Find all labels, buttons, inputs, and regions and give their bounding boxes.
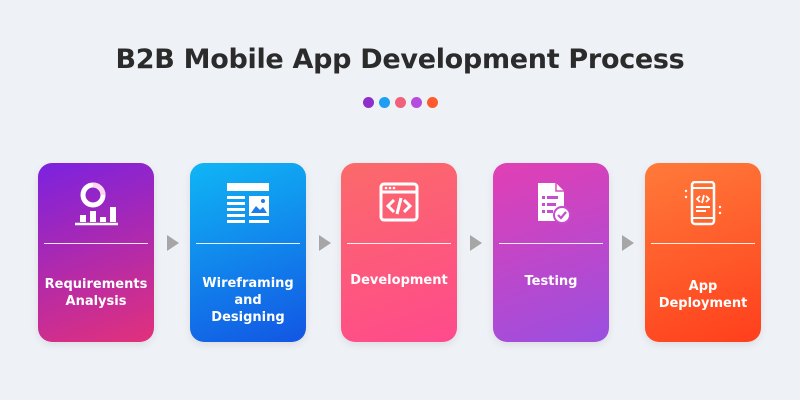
step-label: Requirements Analysis bbox=[44, 276, 148, 309]
step-card-deployment: App Deployment bbox=[645, 163, 761, 342]
accent-dot bbox=[362, 97, 374, 108]
card-divider bbox=[347, 243, 451, 244]
analysis-chart-icon bbox=[71, 181, 121, 226]
step-label: Development bbox=[350, 273, 448, 288]
code-window-icon bbox=[374, 181, 424, 226]
accent-dot bbox=[378, 97, 390, 108]
page-title: B2B Mobile App Development Process bbox=[115, 44, 685, 75]
accent-dots bbox=[0, 97, 800, 108]
step-card-requirements: Requirements Analysis bbox=[38, 163, 154, 342]
mobile-code-icon bbox=[678, 180, 728, 226]
test-document-check-icon bbox=[526, 181, 576, 226]
accent-dot bbox=[426, 97, 438, 108]
flow-arrow bbox=[319, 235, 331, 251]
flow-arrow bbox=[167, 235, 179, 251]
flow-arrow bbox=[622, 235, 634, 251]
card-divider bbox=[44, 243, 148, 244]
step-label: Testing bbox=[524, 274, 578, 289]
step-label: Wireframing and Designing bbox=[202, 276, 294, 325]
accent-dot bbox=[394, 97, 406, 108]
flow-arrow bbox=[470, 235, 482, 251]
card-divider bbox=[196, 243, 300, 244]
step-card-development: Development bbox=[341, 163, 457, 342]
card-divider bbox=[651, 243, 755, 244]
step-label: App Deployment bbox=[658, 278, 748, 311]
accent-dot bbox=[410, 97, 422, 108]
card-divider bbox=[499, 243, 603, 244]
wireframe-layout-icon bbox=[223, 181, 273, 226]
step-card-wireframing: Wireframing and Designing bbox=[190, 163, 306, 342]
step-card-testing: Testing bbox=[493, 163, 609, 342]
